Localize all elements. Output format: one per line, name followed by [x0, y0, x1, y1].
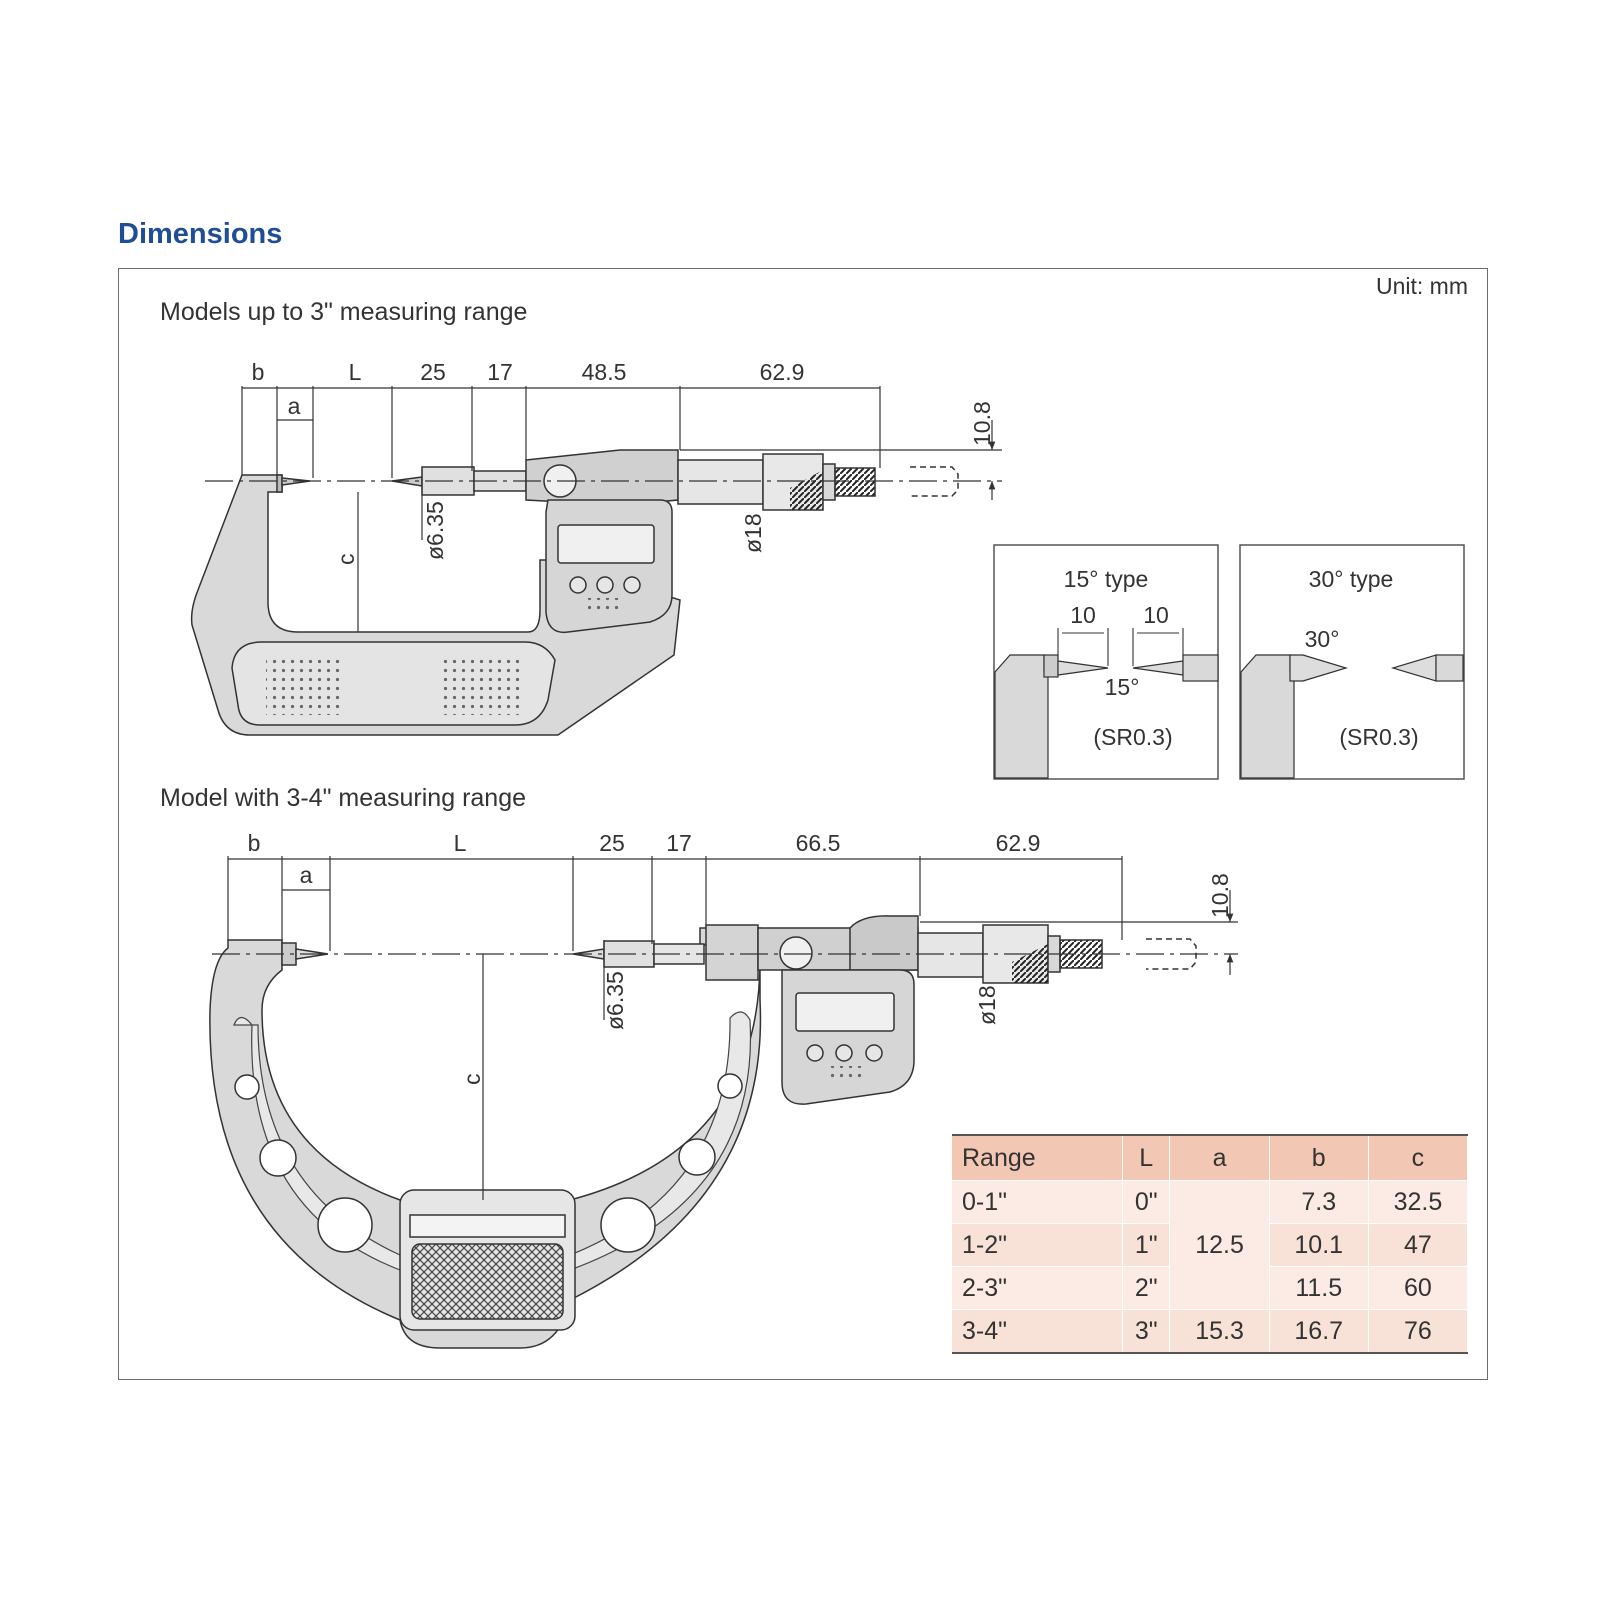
- table-cell-a-merged: 12.5: [1169, 1180, 1270, 1310]
- table-header: c: [1368, 1134, 1469, 1181]
- table-header: a: [1169, 1134, 1270, 1181]
- detail-30-title: 30° type: [1309, 566, 1394, 592]
- table-cell-a: 15.3: [1169, 1309, 1270, 1354]
- table-cell-l: 1": [1122, 1223, 1171, 1267]
- upper-dim-17: 17: [487, 359, 513, 385]
- table-cell-b: 11.5: [1269, 1266, 1369, 1310]
- table-cell-c: 60: [1368, 1266, 1469, 1310]
- upper-dim-62-9: 62.9: [760, 359, 805, 385]
- lower-dim-62-9: 62.9: [996, 830, 1041, 856]
- dimensions-table: Range L a b c 0-1" 0" 12.5 7.3 32.5 1-2"…: [952, 1134, 1469, 1354]
- table-cell-l: 0": [1122, 1180, 1171, 1224]
- table-cell-b: 10.1: [1269, 1223, 1369, 1267]
- table-header: b: [1269, 1134, 1369, 1181]
- table-cell-range: 1-2": [952, 1223, 1123, 1267]
- lower-dim-spindle: ø6.35: [602, 971, 628, 1030]
- detail-30-radius: (SR0.3): [1339, 724, 1418, 750]
- upper-micrometer: [190, 449, 959, 736]
- lower-dim-c: c: [459, 1074, 485, 1086]
- table-row: 3-4" 3" 15.3 16.7 76: [952, 1309, 1469, 1354]
- page-title: Dimensions: [118, 218, 283, 250]
- upper-dimension-labels: b a L 25 17 48.5 62.9 10.8 ø6.35 ø18 c: [252, 359, 995, 565]
- table-row: 2-3" 2" 11.5 60: [952, 1266, 1469, 1310]
- table-cell-range: 0-1": [952, 1180, 1123, 1224]
- upper-dim-a: a: [288, 393, 301, 419]
- unit-label: Unit: mm: [1376, 273, 1468, 299]
- upper-dim-48-5: 48.5: [582, 359, 627, 385]
- table-header-row: Range L a b c: [952, 1134, 1469, 1181]
- lower-dim-thimble: ø18: [974, 985, 1000, 1025]
- table-cell-l: 2": [1122, 1266, 1171, 1310]
- lower-dim-66-5: 66.5: [796, 830, 841, 856]
- table-cell-range: 3-4": [952, 1309, 1123, 1354]
- detail-15-type: 15° type 10 10 15° (SR0.3): [993, 544, 1219, 780]
- lower-dim-10-8: 10.8: [1207, 873, 1233, 918]
- table-cell-range: 2-3": [952, 1266, 1123, 1310]
- upper-dim-b: b: [252, 359, 265, 385]
- table-cell-c: 47: [1368, 1223, 1469, 1267]
- lower-dimension-lines: [212, 856, 1238, 1200]
- upper-dim-10-8: 10.8: [969, 401, 995, 446]
- detail-30-angle: 30°: [1305, 626, 1340, 652]
- table-cell-b: 16.7: [1269, 1309, 1369, 1354]
- table-header: Range: [952, 1134, 1123, 1181]
- upper-dim-spindle: ø6.35: [422, 501, 448, 560]
- lower-dim-l: L: [454, 830, 467, 856]
- detail-15-title: 15° type: [1064, 566, 1149, 592]
- lower-section-title: Model with 3-4" measuring range: [160, 784, 527, 812]
- upper-dimension-lines: [205, 386, 1002, 632]
- lower-dim-b: b: [248, 830, 261, 856]
- lower-display-housing: [781, 969, 915, 1105]
- lower-dim-a: a: [300, 862, 313, 888]
- upper-dim-25: 25: [420, 359, 446, 385]
- upper-dim-c: c: [333, 554, 359, 566]
- detail-15-radius: (SR0.3): [1093, 724, 1172, 750]
- lower-dimension-labels: b a L 25 17 66.5 62.9 10.8 ø6.35 ø18 c: [248, 830, 1233, 1085]
- upper-section-title: Models up to 3" measuring range: [160, 298, 528, 326]
- table-cell-b: 7.3: [1269, 1180, 1369, 1224]
- detail-15-left-len: 10: [1070, 602, 1096, 628]
- detail-30-type: 30° type 30° (SR0.3): [1239, 544, 1465, 780]
- dimensions-frame: [118, 268, 1488, 1380]
- table-cell-c: 76: [1368, 1309, 1469, 1354]
- detail-15-right-len: 10: [1143, 602, 1169, 628]
- table-header: L: [1122, 1134, 1171, 1181]
- lower-dim-25: 25: [599, 830, 625, 856]
- table-cell-c: 32.5: [1368, 1180, 1469, 1224]
- upper-dim-thimble: ø18: [740, 513, 766, 553]
- lower-dim-17: 17: [666, 830, 692, 856]
- table-row: 1-2" 1" 10.1 47: [952, 1223, 1469, 1267]
- upper-dim-l: L: [349, 359, 362, 385]
- table-row: 0-1" 0" 12.5 7.3 32.5: [952, 1180, 1469, 1310]
- table-cell-l: 3": [1122, 1309, 1171, 1354]
- detail-15-angle: 15°: [1105, 674, 1140, 700]
